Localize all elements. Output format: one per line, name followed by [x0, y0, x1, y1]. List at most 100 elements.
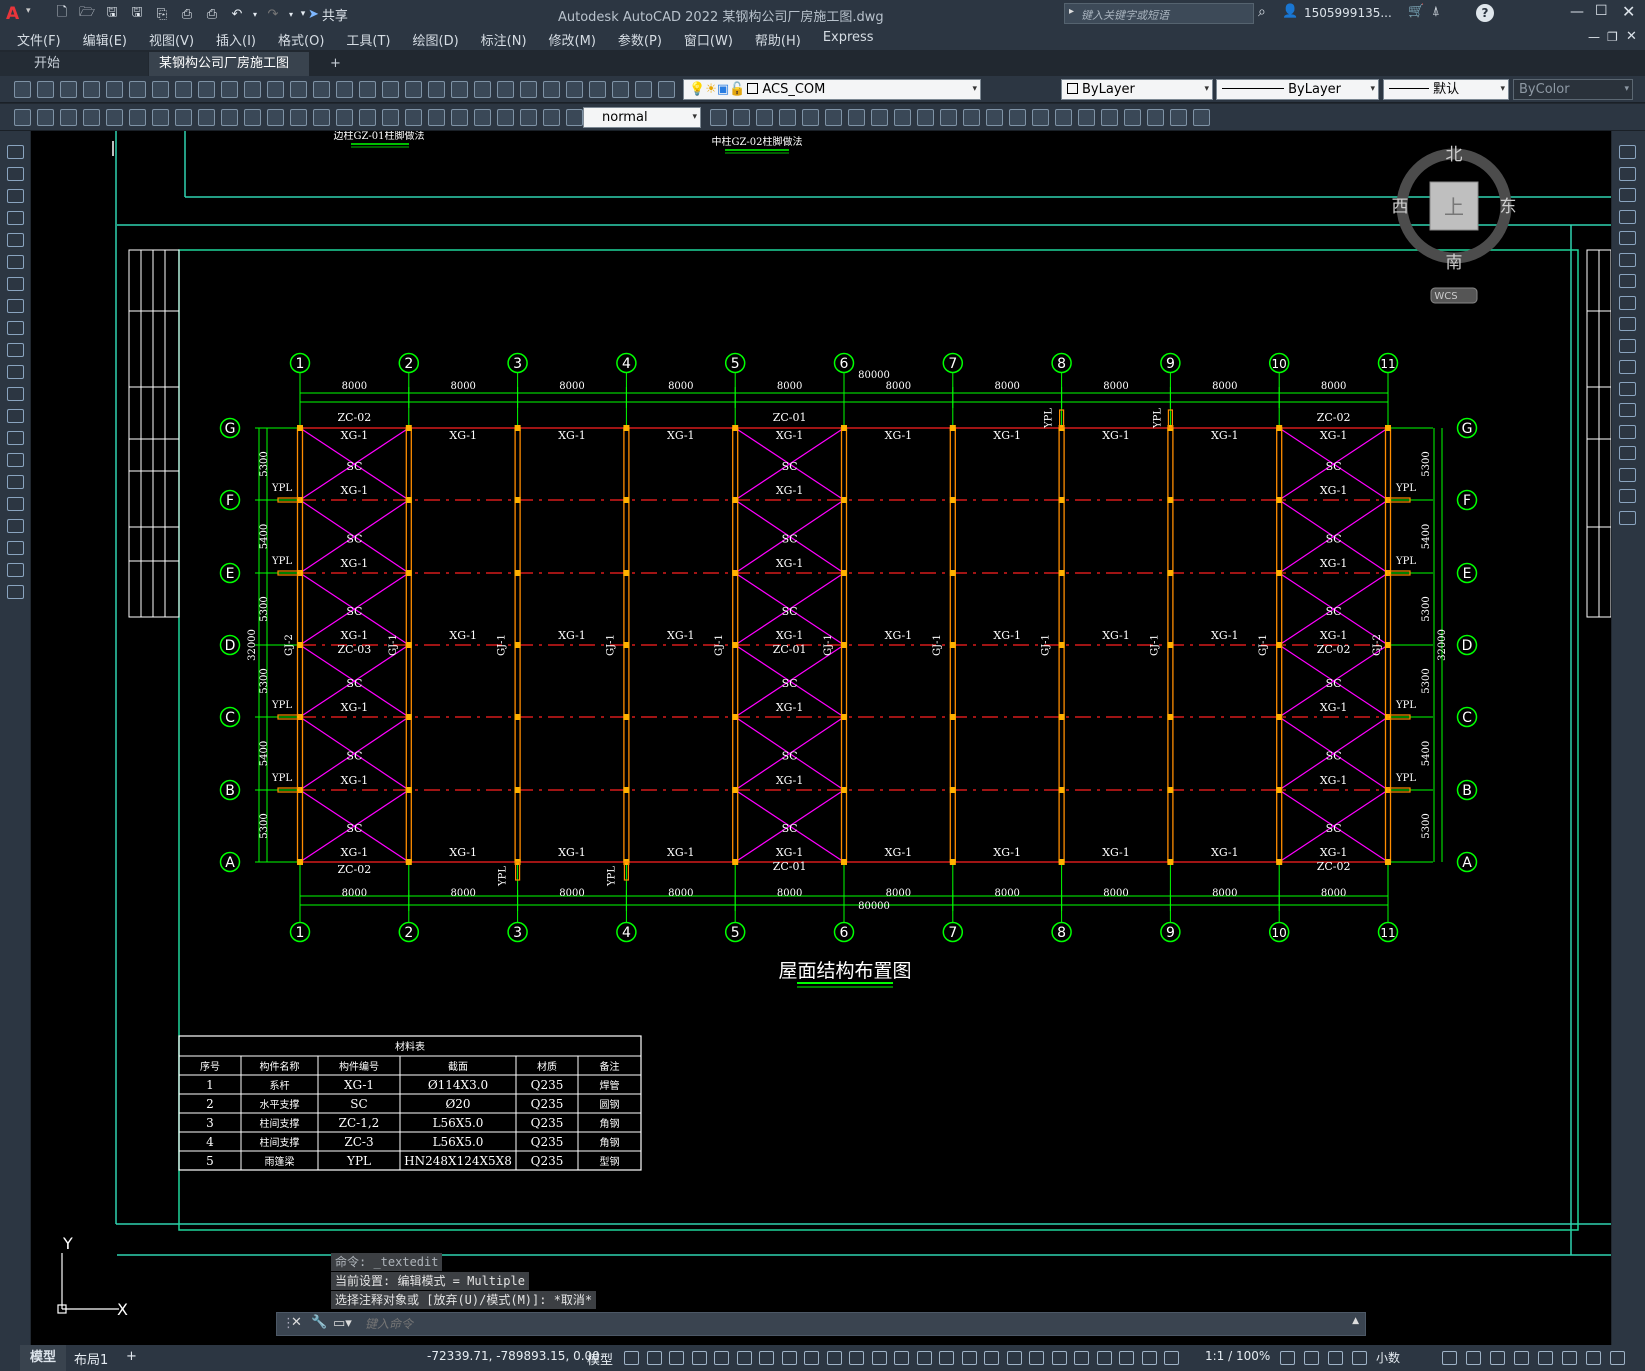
modify-tool-icon[interactable] [1619, 252, 1636, 267]
model-space-toggle[interactable]: 模型 [587, 1353, 614, 1368]
standard-tool-icon[interactable] [382, 81, 399, 98]
undo-dropdown-icon[interactable]: ▾ [252, 9, 257, 19]
tab-start[interactable]: 开始 [0, 52, 148, 76]
modify-tool-icon[interactable] [405, 109, 422, 126]
status-toggle-icon[interactable] [1164, 1351, 1179, 1365]
modify-tool-icon[interactable] [497, 109, 514, 126]
coordinates-readout[interactable]: -72339.71, -789893.15, 0.00 [427, 1349, 600, 1363]
print-icon[interactable]: ⎙ [206, 6, 218, 22]
draw-tool-icon[interactable] [7, 189, 24, 203]
modify-tool-icon[interactable] [129, 109, 146, 126]
modify-tool-icon[interactable] [963, 109, 980, 126]
menu-item[interactable]: 工具(T) [346, 33, 391, 49]
modify-tool-icon[interactable] [1032, 109, 1049, 126]
status-toggle-icon[interactable] [781, 1351, 797, 1365]
modify-tool-icon[interactable] [848, 109, 865, 126]
draw-tool-icon[interactable] [7, 211, 24, 225]
status-toggle-icon[interactable] [1610, 1351, 1625, 1365]
standard-tool-icon[interactable] [175, 81, 192, 98]
command-customize-icon[interactable]: 🔧 [311, 1315, 328, 1330]
status-toggle-icon[interactable] [1141, 1351, 1157, 1365]
modify-tool-icon[interactable] [106, 109, 123, 126]
command-line[interactable]: ⋮ ✕ 🔧 ▭▾ ▲ [276, 1312, 1366, 1336]
modify-tool-icon[interactable] [1619, 188, 1636, 202]
draw-tool-icon[interactable] [7, 321, 24, 335]
menu-item[interactable]: 视图(V) [148, 33, 195, 49]
draw-tool-icon[interactable] [7, 409, 24, 423]
tab-model[interactable]: 模型 [20, 1345, 66, 1371]
user-name[interactable]: 1505999135... [1304, 6, 1392, 20]
modify-tool-icon[interactable] [221, 109, 238, 126]
app-menu-chevron-icon[interactable]: ▾ [26, 6, 31, 16]
status-toggle-icon[interactable] [759, 1351, 774, 1365]
modify-tool-icon[interactable] [1619, 209, 1636, 224]
modify-tool-icon[interactable] [428, 109, 445, 126]
modify-tool-icon[interactable] [733, 109, 750, 126]
menu-item[interactable]: 帮助(H) [754, 33, 801, 49]
modify-tool-icon[interactable] [1619, 274, 1636, 288]
standard-tool-icon[interactable] [428, 81, 445, 98]
status-toggle-icon[interactable] [1352, 1351, 1367, 1365]
tab-layout1[interactable]: 布局1 [74, 1353, 109, 1368]
undo-icon[interactable]: ↶ [231, 6, 243, 22]
doc-restore-icon[interactable]: ❐ [1607, 30, 1618, 44]
command-scroll-icon[interactable]: ▲ [1352, 1316, 1359, 1326]
standard-tool-icon[interactable] [267, 81, 284, 98]
command-recent-icon[interactable]: ▭▾ [333, 1316, 352, 1331]
draw-tool-icon[interactable] [7, 453, 24, 467]
status-toggle-icon[interactable] [894, 1351, 909, 1365]
add-layout-button[interactable]: + [126, 1349, 137, 1364]
tab-drawing[interactable]: 某钢构公司厂房施工图*✕ [149, 52, 309, 95]
status-toggle-icon[interactable] [1562, 1351, 1577, 1365]
status-toggle-icon[interactable] [691, 1351, 707, 1365]
modify-tool-icon[interactable] [313, 109, 330, 126]
modify-tool-icon[interactable] [451, 109, 468, 126]
draw-tool-icon[interactable] [7, 343, 24, 357]
modify-tool-icon[interactable] [520, 109, 537, 126]
menu-item[interactable]: 窗口(W) [683, 33, 733, 49]
standard-tool-icon[interactable] [83, 81, 100, 98]
modify-tool-icon[interactable] [1619, 403, 1636, 417]
redo-dropdown-icon[interactable]: ▾ [288, 9, 293, 19]
text-style-combo[interactable]: normal▾ [583, 107, 701, 128]
modify-tool-icon[interactable] [917, 109, 934, 126]
standard-tool-icon[interactable] [14, 81, 31, 98]
standard-tool-icon[interactable] [589, 81, 606, 98]
standard-tool-icon[interactable] [474, 81, 491, 98]
menu-item[interactable]: 标注(N) [480, 33, 527, 49]
status-toggle-icon[interactable] [1466, 1351, 1481, 1365]
plot-preview-icon[interactable]: ⎙ [181, 6, 193, 22]
modify-tool-icon[interactable] [1619, 489, 1636, 503]
status-toggle-icon[interactable] [1304, 1351, 1319, 1365]
modify-tool-icon[interactable] [1619, 360, 1636, 374]
autocad-logo-icon[interactable]: A [6, 4, 20, 24]
modify-tool-icon[interactable] [1619, 338, 1636, 353]
status-toggle-icon[interactable] [1051, 1351, 1067, 1365]
modify-tool-icon[interactable] [175, 109, 192, 126]
modify-tool-icon[interactable] [152, 109, 169, 126]
draw-tool-icon[interactable] [7, 585, 24, 599]
modify-tool-icon[interactable] [1619, 295, 1636, 310]
draw-tool-icon[interactable] [7, 497, 24, 511]
status-toggle-icon[interactable] [669, 1351, 684, 1365]
standard-tool-icon[interactable] [290, 81, 307, 98]
modify-tool-icon[interactable] [940, 109, 957, 126]
modify-tool-icon[interactable] [825, 109, 842, 126]
modify-tool-icon[interactable] [1619, 424, 1636, 439]
status-toggle-icon[interactable] [1442, 1351, 1457, 1365]
modify-tool-icon[interactable] [267, 109, 284, 126]
modify-tool-icon[interactable] [1619, 231, 1636, 245]
publish-icon[interactable]: ⎘ [156, 6, 168, 22]
draw-tool-icon[interactable] [7, 277, 24, 291]
new-icon[interactable]: 🗋 [56, 5, 68, 20]
standard-tool-icon[interactable] [658, 81, 675, 98]
status-toggle-icon[interactable] [736, 1351, 752, 1365]
status-toggle-icon[interactable] [871, 1351, 887, 1365]
status-toggle-icon[interactable] [916, 1351, 932, 1365]
draw-tool-icon[interactable] [7, 145, 24, 159]
standard-tool-icon[interactable] [60, 81, 77, 98]
standard-tool-icon[interactable] [543, 81, 560, 98]
modify-tool-icon[interactable] [756, 109, 773, 126]
modify-tool-icon[interactable] [244, 109, 261, 126]
draw-tool-icon[interactable] [7, 365, 24, 379]
